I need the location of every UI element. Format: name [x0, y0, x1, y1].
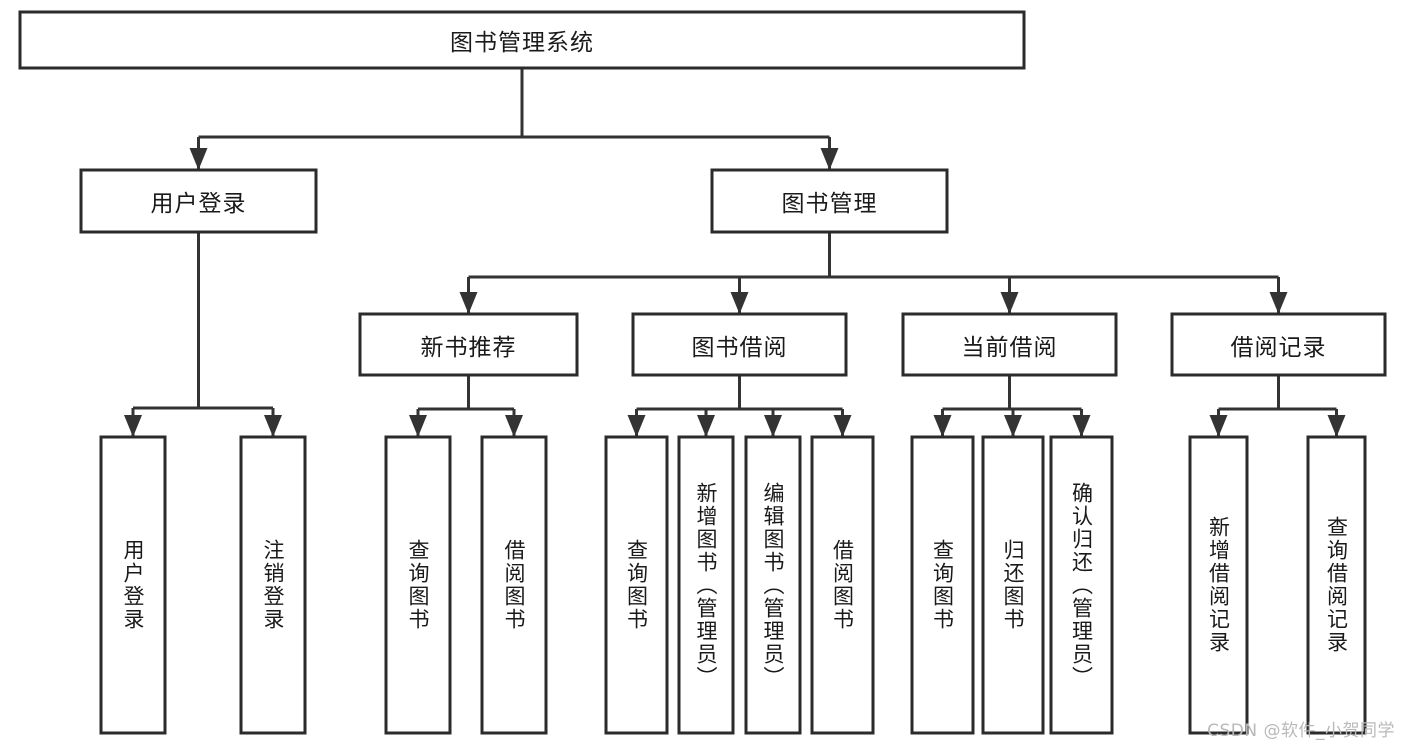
node-current-borrow[interactable]: [901, 312, 1118, 377]
leaf-node-leaf-add-borrow-record[interactable]: [1188, 435, 1249, 735]
leaf-node-leaf-user-login[interactable]: [99, 435, 167, 735]
arrow-head-icon: [697, 415, 715, 437]
leaf-node-leaf-query-book-3[interactable]: [910, 435, 975, 735]
arrow-head-icon: [820, 148, 839, 170]
leaf-node-leaf-logout-login[interactable]: [239, 435, 307, 735]
connectors-layer: [124, 68, 1346, 437]
arrow-head-icon: [1072, 415, 1091, 437]
leaf-node-leaf-return-book[interactable]: [981, 435, 1045, 735]
leaf-node-leaf-query-book-1[interactable]: [384, 435, 452, 735]
arrow-head-icon: [1327, 415, 1346, 437]
leaf-node-leaf-borrow-book-1[interactable]: [480, 435, 548, 735]
leaf-node-leaf-edit-book-admin[interactable]: [744, 435, 802, 735]
arrow-head-icon: [1269, 292, 1288, 314]
boxes-layer: [18, 10, 1387, 735]
leaf-node-leaf-add-book-admin[interactable]: [677, 435, 735, 735]
arrow-head-icon: [1209, 415, 1228, 437]
arrow-head-icon: [1000, 292, 1019, 314]
arrow-head-icon: [730, 292, 749, 314]
node-borrow-record[interactable]: [1170, 312, 1387, 377]
node-new-book-recommend[interactable]: [358, 312, 579, 377]
leaf-node-leaf-borrow-book-2[interactable]: [810, 435, 875, 735]
arrow-head-icon: [505, 415, 523, 437]
arrow-head-icon: [409, 415, 427, 437]
node-user-login[interactable]: [79, 168, 318, 234]
leaf-node-leaf-confirm-return-admin[interactable]: [1049, 435, 1114, 735]
arrow-head-icon: [124, 415, 142, 437]
arrow-head-icon: [764, 415, 782, 437]
arrow-head-icon: [459, 292, 478, 314]
arrow-head-icon: [933, 415, 952, 437]
arrow-head-icon: [264, 415, 282, 437]
arrow-head-icon: [833, 415, 852, 437]
node-book-borrow[interactable]: [631, 312, 848, 377]
node-book-manage[interactable]: [710, 168, 949, 234]
csdn-watermark: CSDN @软件_小贺同学: [1207, 721, 1395, 741]
node-root[interactable]: [18, 10, 1026, 70]
arrow-head-icon: [1004, 415, 1022, 437]
leaf-node-leaf-query-book-2[interactable]: [604, 435, 669, 735]
arrow-head-icon: [627, 415, 646, 437]
leaf-node-leaf-query-borrow-record[interactable]: [1306, 435, 1367, 735]
arrow-head-icon: [189, 148, 208, 170]
